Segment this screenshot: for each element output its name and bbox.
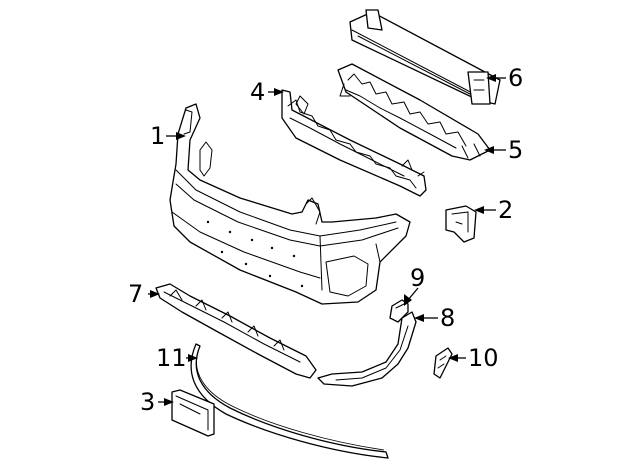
part-2-side-bracket (445, 205, 477, 243)
part-3-license-bracket (171, 389, 215, 437)
part-5-energy-absorber (337, 63, 491, 161)
callout-labels: 1 2 3 4 5 6 7 8 9 10 11 (128, 64, 523, 416)
callout-6: 6 (508, 64, 523, 92)
part-11-moulding-strip (190, 343, 389, 459)
leader-lines (148, 74, 506, 406)
callout-9: 9 (410, 264, 425, 292)
part-7-lower-valance (155, 283, 317, 379)
callout-1: 1 (150, 122, 165, 150)
part-10-clip (433, 347, 453, 379)
part-4-upper-bracket (281, 89, 427, 197)
callout-8: 8 (440, 304, 455, 332)
part-8-lower-side-trim (317, 311, 417, 387)
callout-10: 10 (468, 344, 499, 372)
callout-7: 7 (128, 280, 143, 308)
callout-2: 2 (498, 196, 513, 224)
part-6-impact-bar (349, 9, 501, 105)
callout-11: 11 (156, 344, 187, 372)
callout-4: 4 (250, 78, 265, 106)
callout-5: 5 (508, 136, 523, 164)
callout-3: 3 (140, 388, 155, 416)
part-1-bumper-cover (169, 103, 411, 305)
